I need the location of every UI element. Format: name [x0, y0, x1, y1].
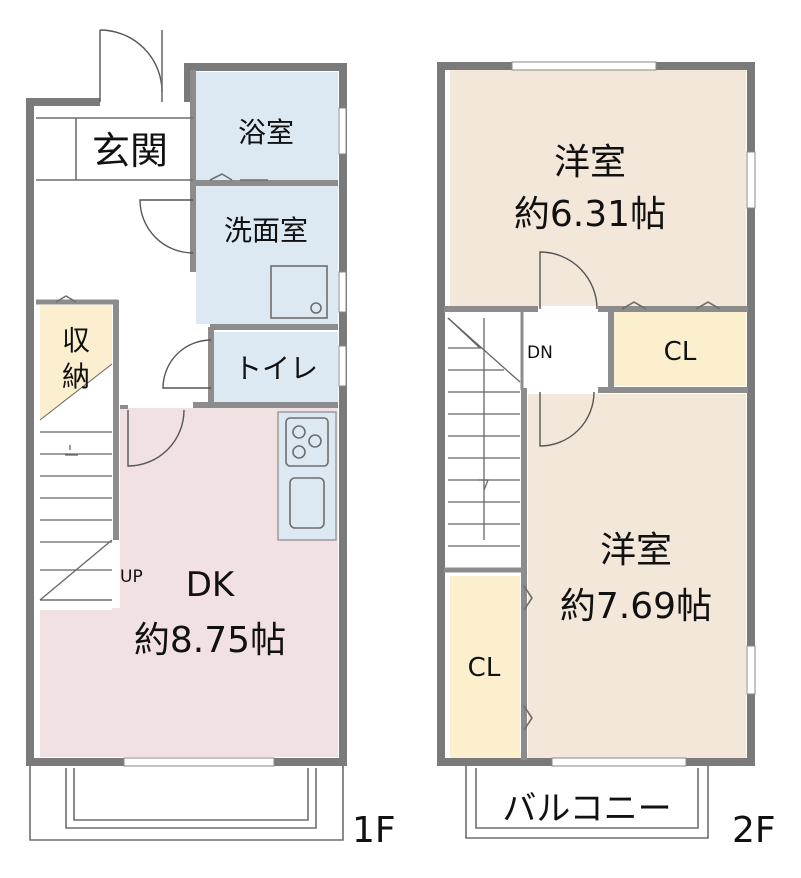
western2-door: [539, 391, 595, 447]
floor1-terrace-inner: [65, 768, 317, 829]
dk-door: [127, 409, 185, 467]
cl2-door-marker-2: [523, 705, 533, 731]
western-room-1: [450, 70, 746, 306]
storage-room: [40, 305, 112, 420]
washroom-door: [139, 199, 194, 254]
closet2-label: CL: [468, 653, 501, 683]
western-room-2: [528, 394, 746, 758]
toilet-window: [338, 345, 347, 387]
genkan-label-bg: [78, 122, 182, 178]
floor-1: 玄関 浴室 洗面室 トイレ 収 納 UP DK 約8.75帖 1F: [26, 29, 396, 851]
bath-label: 浴室: [238, 116, 294, 149]
sink: [289, 477, 325, 529]
w2-bottom-window: [551, 757, 687, 767]
dk-size-label: 約8.75帖: [134, 620, 286, 661]
floor1-label: 1F: [352, 810, 396, 851]
floor2-label: 2F: [732, 810, 776, 851]
burner-2: [308, 434, 322, 448]
stair-up-label: UP: [120, 567, 143, 587]
washroom: [196, 186, 338, 324]
washroom-label: 洗面室: [224, 214, 308, 247]
balcony-label: バルコニー: [502, 789, 671, 829]
western2-size-label: 約7.69帖: [560, 586, 712, 627]
dk-window: [123, 757, 275, 767]
dk-room: [40, 408, 338, 757]
cl1-door-marker-2: [695, 301, 721, 310]
closet-2: [450, 576, 520, 758]
floor1-terrace-inner2: [73, 768, 309, 821]
entrance-door: [99, 29, 163, 102]
kitchen-counter: [277, 411, 337, 541]
w1-top-window: [511, 61, 657, 71]
stair-dn-label: DN: [527, 343, 553, 363]
genkan-label: 玄関: [92, 129, 168, 173]
stove: [285, 417, 329, 467]
floor1-outer-wall: [26, 63, 347, 766]
western1-door: [539, 251, 598, 310]
storage-label-1: 収: [62, 324, 90, 357]
stair-floor2: [447, 317, 521, 547]
stair-floor1: [39, 363, 113, 610]
toilet-label: トイレ: [234, 352, 318, 385]
wash-window: [338, 271, 347, 313]
western1-name-label: 洋室: [554, 142, 626, 183]
burner-1: [292, 425, 306, 439]
washing-machine: [270, 265, 328, 319]
bath-door-marker: [209, 173, 233, 181]
washing-machine-drain: [310, 302, 322, 314]
burner-3: [292, 445, 306, 459]
storage-label-2: 納: [62, 360, 90, 393]
w1-right-window: [746, 151, 756, 209]
bath-window: [338, 107, 347, 155]
closet-1: [614, 312, 746, 386]
dk-name-label: DK: [186, 565, 236, 605]
cl1-door-marker-1: [621, 301, 647, 310]
cl2-door-marker-1: [523, 585, 533, 611]
storage-door-marker: [55, 295, 77, 303]
bath-room: [196, 72, 338, 180]
w2-right-window: [746, 645, 756, 695]
floor1-terrace: [29, 766, 344, 841]
toilet-room: [214, 332, 338, 402]
closet1-label: CL: [664, 337, 697, 367]
toilet-door: [162, 339, 212, 389]
floor-2: 洋室 約6.31帖 CL DN 洋室 約7.69帖 CL バルコニー 2F: [437, 61, 776, 851]
balcony-outer: [465, 766, 709, 839]
western1-size-label: 約6.31帖: [514, 194, 666, 235]
western2-name-label: 洋室: [600, 530, 672, 571]
balcony-inner: [475, 768, 699, 829]
